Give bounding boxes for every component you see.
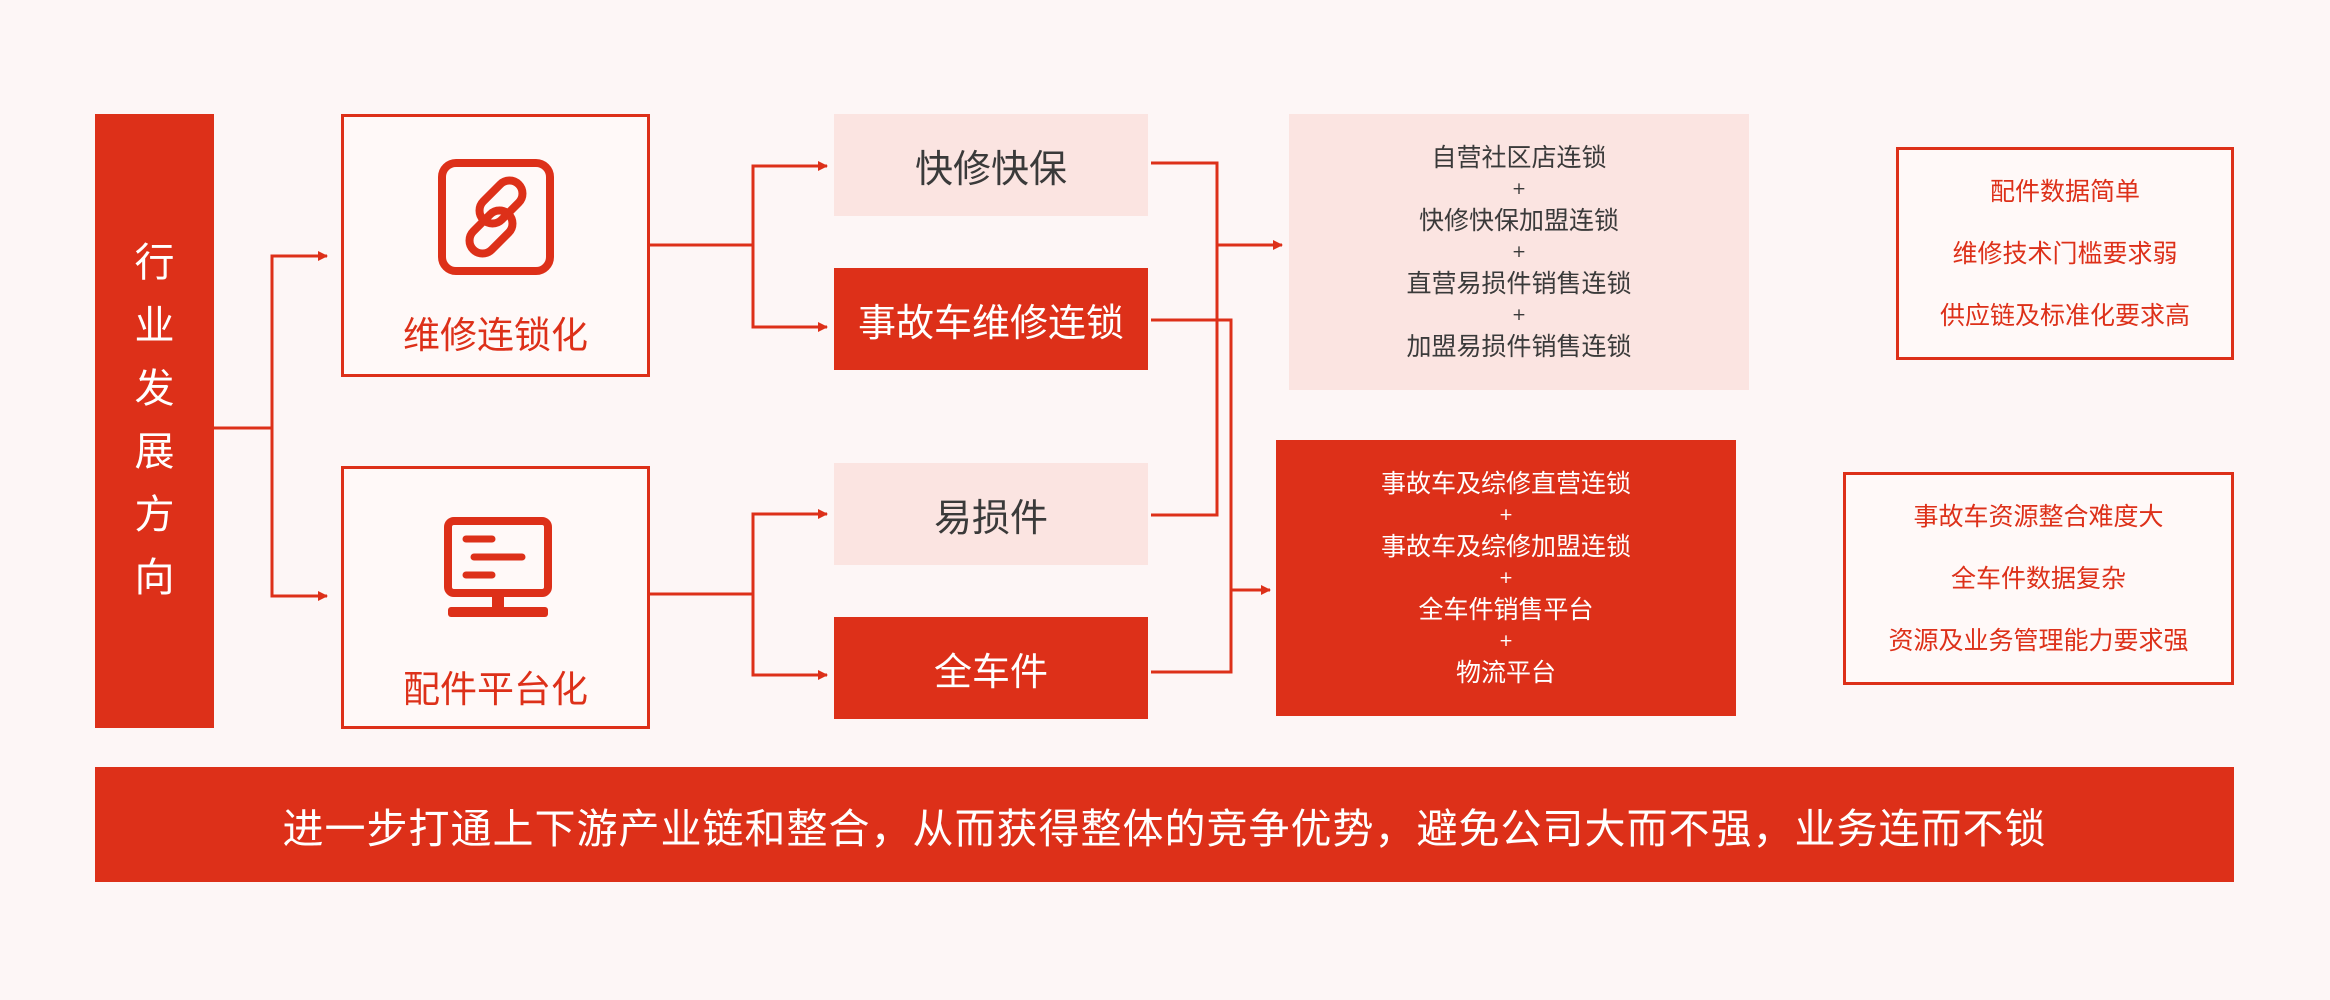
note-item: 配件数据简单: [1989, 176, 2140, 206]
chain-link-icon: [438, 159, 554, 275]
title-char: 业: [134, 303, 175, 349]
title-char: 行: [134, 240, 175, 286]
category-parts-platform: 配件平台化: [341, 466, 650, 729]
title-char: 方: [134, 492, 175, 538]
box-wear-parts: 易损件: [834, 463, 1148, 565]
title-char: 向: [134, 555, 175, 601]
note-item: 事故车资源整合难度大: [1913, 501, 2164, 531]
title-char: 展: [134, 429, 175, 475]
list-item: 全车件销售平台: [1418, 594, 1594, 624]
note-item: 供应链及标准化要求高: [1939, 300, 2190, 330]
chain-models-box: 自营社区店连锁 + 快修快保加盟连锁 + 直营易损件销售连锁 + 加盟易损件销售…: [1289, 114, 1749, 390]
platform-models-box: 事故车及综修直营连锁 + 事故车及综修加盟连锁 + 全车件销售平台 + 物流平台: [1276, 440, 1736, 716]
notes-repair: 配件数据简单 维修技术门槛要求弱 供应链及标准化要求高: [1896, 147, 2234, 360]
list-item: 加盟易损件销售连锁: [1406, 331, 1632, 361]
note-item: 全车件数据复杂: [1950, 563, 2126, 593]
note-item: 资源及业务管理能力要求强: [1888, 625, 2189, 655]
category-repair-chain: 维修连锁化: [341, 114, 650, 377]
category-label: 维修连锁化: [403, 314, 588, 357]
list-item: 事故车及综修加盟连锁: [1380, 531, 1631, 561]
list-item: 自营社区店连锁: [1431, 142, 1607, 172]
list-item: 直营易损件销售连锁: [1406, 268, 1632, 298]
title-char: 发: [134, 366, 175, 412]
plus-separator: +: [1511, 241, 1527, 262]
list-item: 事故车及综修直营连锁: [1380, 468, 1631, 498]
category-label: 配件平台化: [403, 668, 588, 711]
summary-banner: 进一步打通上下游产业链和整合，从而获得整体的竞争优势，避免公司大而不强，业务连而…: [95, 767, 2234, 882]
plus-separator: +: [1511, 178, 1527, 199]
vertical-title: 行 业 发 展 方 向: [95, 114, 214, 728]
note-item: 维修技术门槛要求弱: [1952, 238, 2178, 268]
notes-parts: 事故车资源整合难度大 全车件数据复杂 资源及业务管理能力要求强: [1843, 472, 2234, 685]
plus-separator: +: [1498, 567, 1514, 588]
list-item: 快修快保加盟连锁: [1418, 205, 1619, 235]
list-item: 物流平台: [1455, 657, 1556, 687]
plus-separator: +: [1498, 630, 1514, 651]
plus-separator: +: [1498, 504, 1514, 525]
plus-separator: +: [1511, 304, 1527, 325]
monitor-icon: [444, 517, 552, 617]
box-accident-chain: 事故车维修连锁: [834, 268, 1148, 370]
box-full-parts: 全车件: [834, 617, 1148, 719]
box-quick-repair: 快修快保: [834, 114, 1148, 216]
